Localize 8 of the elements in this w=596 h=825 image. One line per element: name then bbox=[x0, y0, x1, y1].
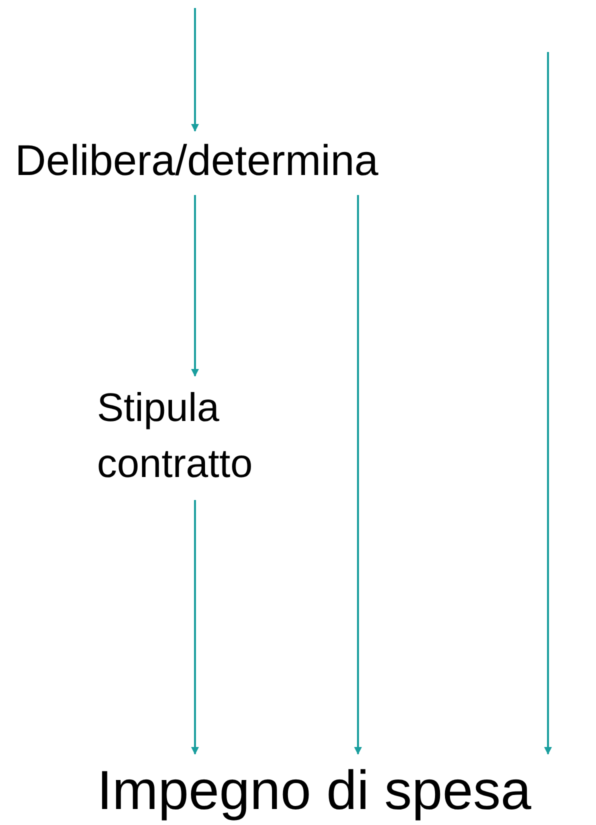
step-label: Impegno di spesa bbox=[97, 758, 532, 822]
step-label: Delibera/determina bbox=[15, 136, 378, 187]
arrow bbox=[544, 52, 552, 755]
step-label: Stipula contratto bbox=[97, 385, 254, 488]
arrow bbox=[191, 8, 199, 132]
arrow bbox=[191, 500, 199, 755]
arrow bbox=[191, 195, 199, 377]
arrow bbox=[354, 195, 362, 755]
